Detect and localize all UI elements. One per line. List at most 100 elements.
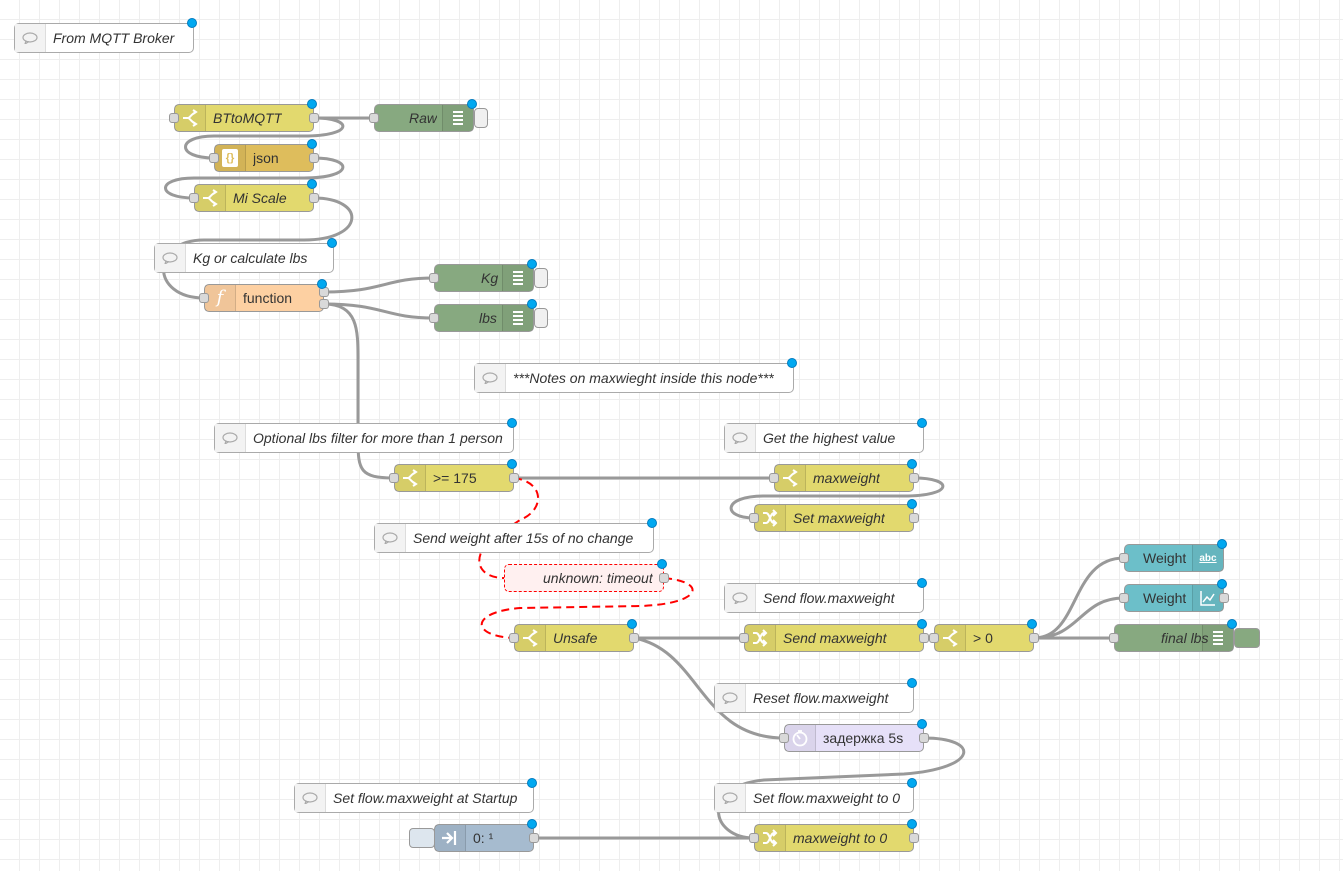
changed-dot <box>527 299 537 309</box>
input-port[interactable] <box>769 473 779 483</box>
output-port[interactable] <box>659 573 669 583</box>
comment-get-highest-value[interactable]: Get the highest value <box>724 418 927 453</box>
input-port[interactable] <box>209 153 219 163</box>
output-port[interactable] <box>909 513 919 523</box>
output-port[interactable] <box>1219 593 1229 603</box>
output-port[interactable] <box>919 633 929 643</box>
changed-dot <box>527 778 537 788</box>
output-port[interactable] <box>909 833 919 843</box>
debug-list-icon <box>502 305 533 331</box>
node-label: Weight <box>1143 550 1187 566</box>
changed-dot <box>787 358 797 368</box>
input-port[interactable] <box>509 633 519 643</box>
node-label: Mi Scale <box>233 190 287 206</box>
input-port[interactable] <box>749 833 759 843</box>
node-switch-maxweight[interactable]: maxweight <box>769 459 919 492</box>
node-change-maxweight-to-0[interactable]: maxweight to 0 <box>749 819 919 852</box>
comment-kg-or-calculate-lbs[interactable]: Kg or calculate lbs <box>154 238 337 273</box>
change-shuffle-icon <box>755 825 786 851</box>
inject-trigger-button[interactable] <box>409 828 435 848</box>
node-inject[interactable]: 0: ¹ <box>409 819 539 852</box>
node-ui-chart-weight[interactable]: Weight <box>1119 579 1229 612</box>
output-port[interactable] <box>629 633 639 643</box>
wire-gt0-weightchart <box>1033 596 1125 640</box>
changed-dot <box>1217 579 1227 589</box>
comment-icon <box>375 524 406 552</box>
node-ui-text-weight[interactable]: Weight abc <box>1119 539 1227 572</box>
wire-function-kg <box>323 276 435 294</box>
input-port[interactable] <box>189 193 199 203</box>
changed-dot <box>307 99 317 109</box>
debug-toggle-button[interactable] <box>1234 628 1260 648</box>
input-port[interactable] <box>749 513 759 523</box>
input-port[interactable] <box>389 473 399 483</box>
output-port[interactable] <box>919 733 929 743</box>
node-change-send-maxweight[interactable]: Send maxweight <box>739 619 929 652</box>
input-port[interactable] <box>199 293 209 303</box>
inject-arrow-icon <box>435 825 466 851</box>
comment-icon <box>15 24 46 52</box>
node-debug-kg[interactable]: Kg <box>429 259 548 292</box>
comment-set-to-zero[interactable]: Set flow.maxweight to 0 <box>714 778 917 813</box>
node-switch-unsafe[interactable]: Unsafe <box>509 619 639 652</box>
debug-toggle-button[interactable] <box>474 108 488 128</box>
changed-dot <box>1227 619 1237 629</box>
output-port[interactable] <box>309 193 319 203</box>
input-port[interactable] <box>169 113 179 123</box>
node-function[interactable]: f function <box>199 279 329 312</box>
node-label: lbs <box>479 310 497 326</box>
change-shuffle-icon <box>745 625 776 651</box>
input-port[interactable] <box>739 633 749 643</box>
input-port[interactable] <box>1119 553 1129 563</box>
output-port[interactable] <box>529 833 539 843</box>
output-port[interactable] <box>309 113 319 123</box>
node-bttomqtt[interactable]: BTtoMQTT <box>169 99 319 132</box>
comment-notes-maxweight[interactable]: ***Notes on maxwieght inside this node**… <box>474 358 797 393</box>
input-port[interactable] <box>429 313 439 323</box>
node-change-set-maxweight[interactable]: Set maxweight <box>749 499 919 532</box>
node-label: json <box>253 150 279 166</box>
input-port[interactable] <box>1119 593 1129 603</box>
node-debug-final-lbs[interactable]: final lbs <box>1109 619 1260 652</box>
input-port[interactable] <box>779 733 789 743</box>
changed-dot <box>527 819 537 829</box>
comment-send-flow-maxweight[interactable]: Send flow.maxweight <box>724 578 927 613</box>
comment-from-mqtt-broker[interactable]: From MQTT Broker <box>14 18 197 53</box>
node-debug-raw[interactable]: Raw <box>369 99 488 132</box>
switch-icon <box>515 625 546 651</box>
comment-label: Send weight after 15s of no change <box>413 530 634 546</box>
output-port[interactable] <box>509 473 519 483</box>
debug-list-icon <box>1202 625 1233 651</box>
changed-dot <box>527 259 537 269</box>
debug-toggle-button[interactable] <box>534 268 548 288</box>
debug-toggle-button[interactable] <box>534 308 548 328</box>
node-label: 0: ¹ <box>473 830 494 846</box>
comment-label: Get the highest value <box>763 430 896 446</box>
node-unknown-timeout[interactable]: unknown: timeout <box>504 559 669 592</box>
output-port[interactable] <box>309 153 319 163</box>
node-switch-gt0[interactable]: > 0 <box>929 619 1039 652</box>
comment-reset-flow-maxweight[interactable]: Reset flow.maxweight <box>714 678 917 713</box>
comment-send-weight-15s[interactable]: Send weight after 15s of no change <box>374 518 657 553</box>
node-switch-ge175[interactable]: >= 175 <box>389 459 519 492</box>
changed-dot <box>187 18 197 28</box>
node-delay[interactable]: задержка 5s <box>779 719 929 752</box>
input-port[interactable] <box>429 273 439 283</box>
comment-icon <box>725 424 756 452</box>
output-port[interactable] <box>909 473 919 483</box>
input-port[interactable] <box>929 633 939 643</box>
changed-dot <box>327 238 337 248</box>
node-label: BTtoMQTT <box>213 110 283 126</box>
input-port[interactable] <box>369 113 379 123</box>
node-debug-lbs[interactable]: lbs <box>429 299 548 332</box>
input-port[interactable] <box>1109 633 1119 643</box>
comment-optional-lbs-filter[interactable]: Optional lbs filter for more than 1 pers… <box>214 418 517 453</box>
output-port-2[interactable] <box>319 299 329 309</box>
output-port[interactable] <box>1029 633 1039 643</box>
comment-label: From MQTT Broker <box>53 30 175 46</box>
node-mi-scale[interactable]: Mi Scale <box>189 179 319 212</box>
comment-set-at-startup[interactable]: Set flow.maxweight at Startup <box>294 778 537 813</box>
comment-icon <box>475 364 506 392</box>
node-json[interactable]: {} json <box>209 139 319 172</box>
